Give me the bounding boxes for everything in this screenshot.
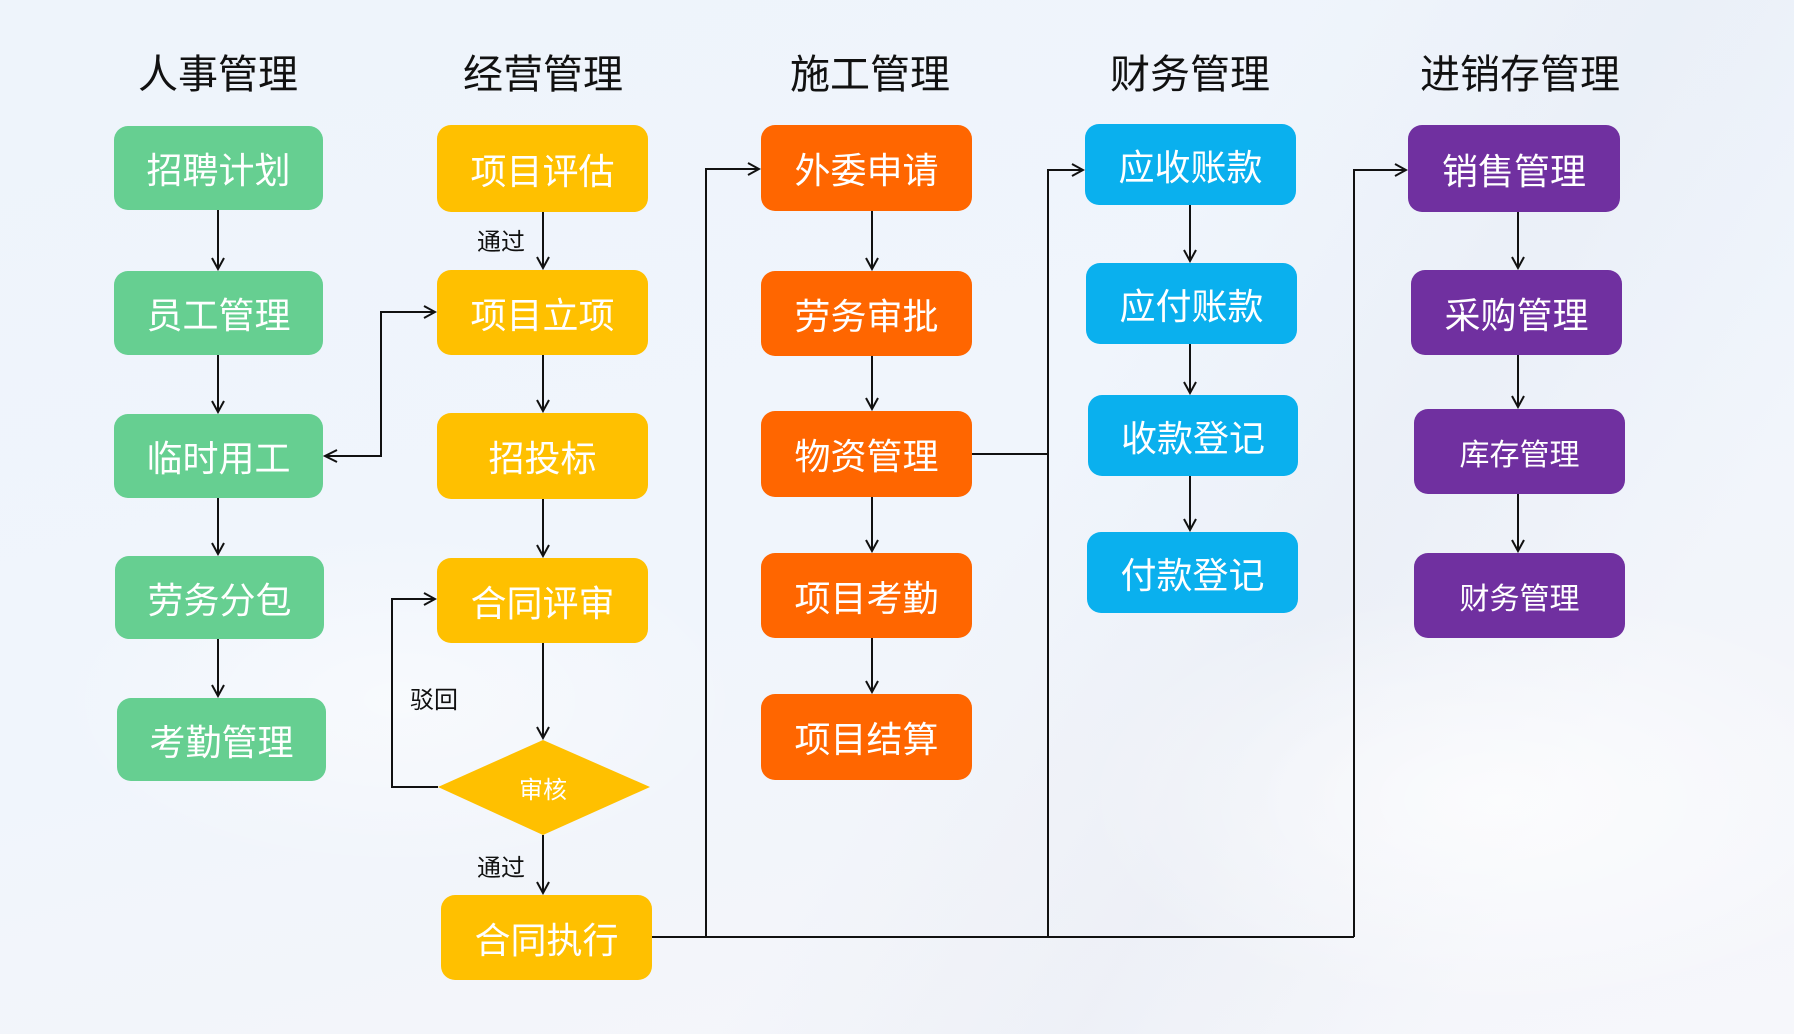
node-outsource-application[interactable]: 外委申请 [761,125,972,211]
column-title-operations: 经营管理 [463,52,623,98]
node-project-evaluation[interactable]: 项目评估 [437,125,648,212]
node-contract-review[interactable]: 合同评审 [437,558,648,643]
arrowhead-temp-labor [322,449,338,463]
node-payment-registration[interactable]: 付款登记 [1087,532,1298,613]
node-project-settlement[interactable]: 项目结算 [761,694,972,780]
node-attendance-management[interactable]: 考勤管理 [117,698,326,781]
node-accounts-receivable[interactable]: 应收账款 [1085,124,1296,205]
column-title-construction: 施工管理 [790,52,950,98]
node-employee-management[interactable]: 员工管理 [114,271,323,355]
node-bidding[interactable]: 招投标 [437,413,648,499]
decision-label: 审核 [519,775,567,804]
node-recruitment-plan[interactable]: 招聘计划 [114,126,323,210]
column-title-inventory: 进销存管理 [1420,52,1620,98]
node-purchase-management[interactable]: 采购管理 [1411,270,1622,355]
node-project-attendance[interactable]: 项目考勤 [761,553,972,638]
decision-diamond[interactable] [438,740,650,835]
node-contract-execution[interactable]: 合同执行 [441,895,652,980]
edge-bus-to-receivable [1047,170,1083,937]
column-title-finance: 财务管理 [1110,52,1270,98]
edge-label-reject: 驳回 [410,686,458,714]
node-temporary-labor[interactable]: 临时用工 [114,414,323,498]
node-labor-approval[interactable]: 劳务审批 [761,271,972,356]
node-labor-subcontract[interactable]: 劳务分包 [115,556,324,639]
edge-bus-to-sales [1353,170,1406,937]
node-project-setup[interactable]: 项目立项 [437,270,648,355]
node-materials-management[interactable]: 物资管理 [761,411,972,497]
edge-reject-loop [391,599,438,788]
edge-label-eval-pass: 通过 [477,228,525,256]
node-sales-management[interactable]: 销售管理 [1408,125,1620,212]
node-financial-management[interactable]: 财务管理 [1414,553,1625,638]
column-title-hr: 人事管理 [138,52,298,98]
node-receipt-registration[interactable]: 收款登记 [1088,395,1298,476]
edge-label-review-pass: 通过 [477,854,525,882]
edge-setup-temp-labor [325,312,435,457]
edge-bus-to-outsource [705,169,759,937]
node-inventory-management[interactable]: 库存管理 [1414,409,1625,494]
node-accounts-payable[interactable]: 应付账款 [1086,263,1297,344]
